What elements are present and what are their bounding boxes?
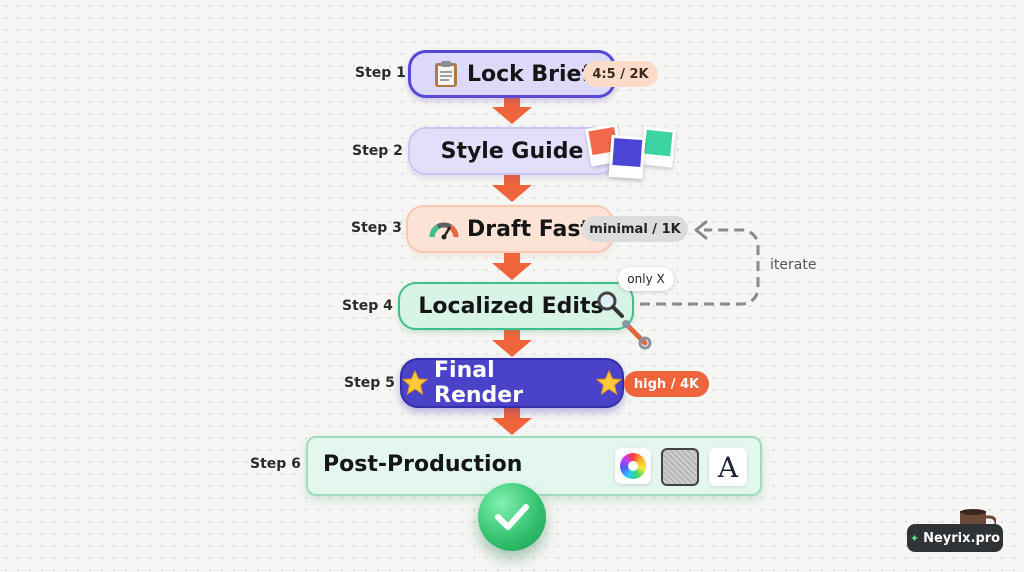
step-1-badge: 4:5 / 2K (583, 61, 658, 87)
checkmark-icon (478, 483, 546, 551)
down-arrow-icon (492, 172, 532, 202)
step-5-label: Step 5 (344, 375, 395, 391)
magnifier-icon (596, 290, 624, 322)
star-icon (402, 370, 428, 396)
step-2-node: Style Guide (408, 127, 616, 175)
step-4-title: Localized Edits (418, 293, 604, 319)
down-arrow-icon (492, 250, 532, 280)
typography-icon: A (709, 448, 747, 486)
iterate-loop-arrow (640, 220, 760, 306)
sparkle-icon: ✦ (909, 531, 920, 545)
step-5-title: Final Render (434, 358, 524, 408)
step-6-node: Post-Production A (306, 436, 762, 496)
step-5-badge: high / 4K (624, 371, 709, 397)
step-1-node: Lock Brief (408, 50, 616, 98)
typography-glyph: A (717, 450, 739, 484)
step-1-label: Step 1 (355, 65, 406, 81)
speedometer-icon (429, 217, 459, 241)
brand-badge[interactable]: ✦ Neyrix.pro (907, 524, 1003, 552)
texture-icon (661, 448, 699, 486)
step-3-node: Draft Fast (406, 205, 614, 253)
wrench-icon (620, 318, 652, 354)
step-3-label: Step 3 (351, 220, 402, 236)
step-4-node: Localized Edits (398, 282, 634, 330)
color-wheel-icon (615, 448, 651, 484)
color-swatches-icon (584, 122, 678, 184)
iterate-label: iterate (768, 257, 819, 273)
down-arrow-icon (492, 94, 532, 124)
brand-name: Neyrix.pro (923, 530, 1001, 546)
step-1-title: Lock Brief (466, 61, 592, 87)
step-2-title: Style Guide (440, 138, 584, 164)
step-6-label: Step 6 (250, 456, 301, 472)
step-5-node: Final Render (400, 358, 624, 408)
step-4-callout: only X (618, 267, 674, 291)
step-3-badge: minimal / 1K (582, 216, 688, 242)
clipboard-icon (433, 60, 459, 88)
step-3-title: Draft Fast (467, 216, 591, 242)
down-arrow-icon (492, 405, 532, 435)
step-2-label: Step 2 (352, 143, 403, 159)
down-arrow-icon (492, 327, 532, 357)
step-6-title: Post-Production (323, 452, 523, 477)
star-icon (596, 370, 622, 396)
step-4-label: Step 4 (342, 298, 393, 314)
